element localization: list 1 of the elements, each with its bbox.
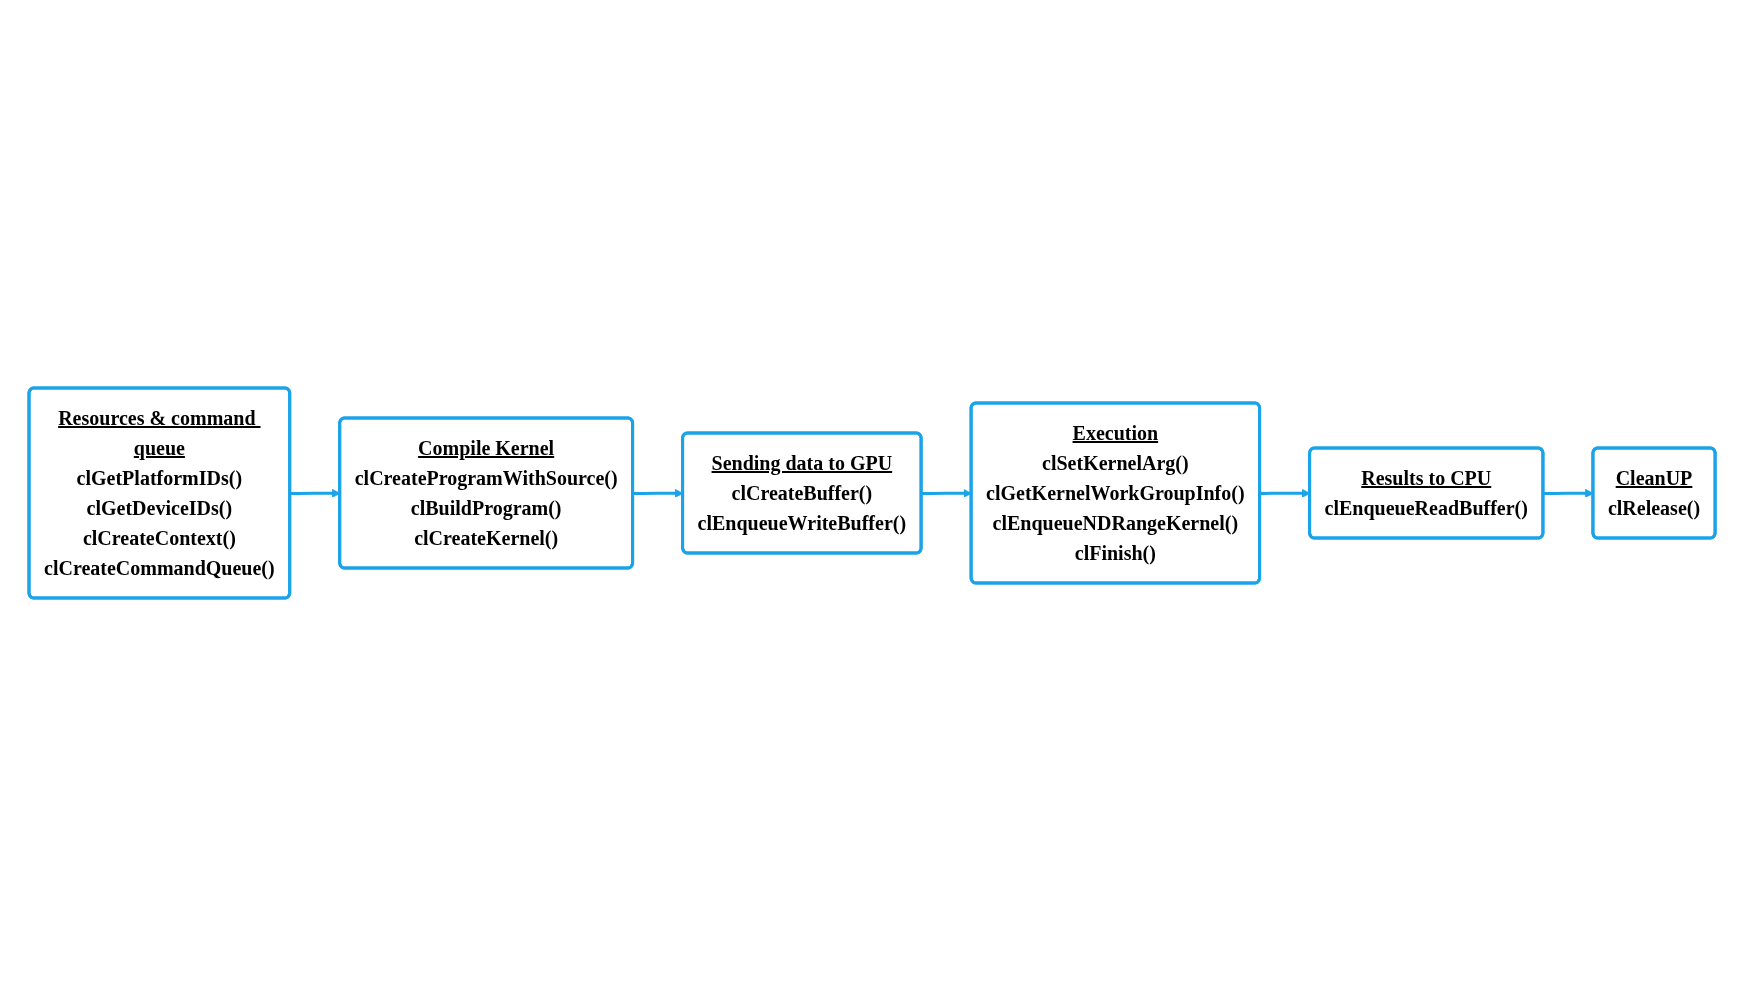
arrow <box>921 488 972 498</box>
